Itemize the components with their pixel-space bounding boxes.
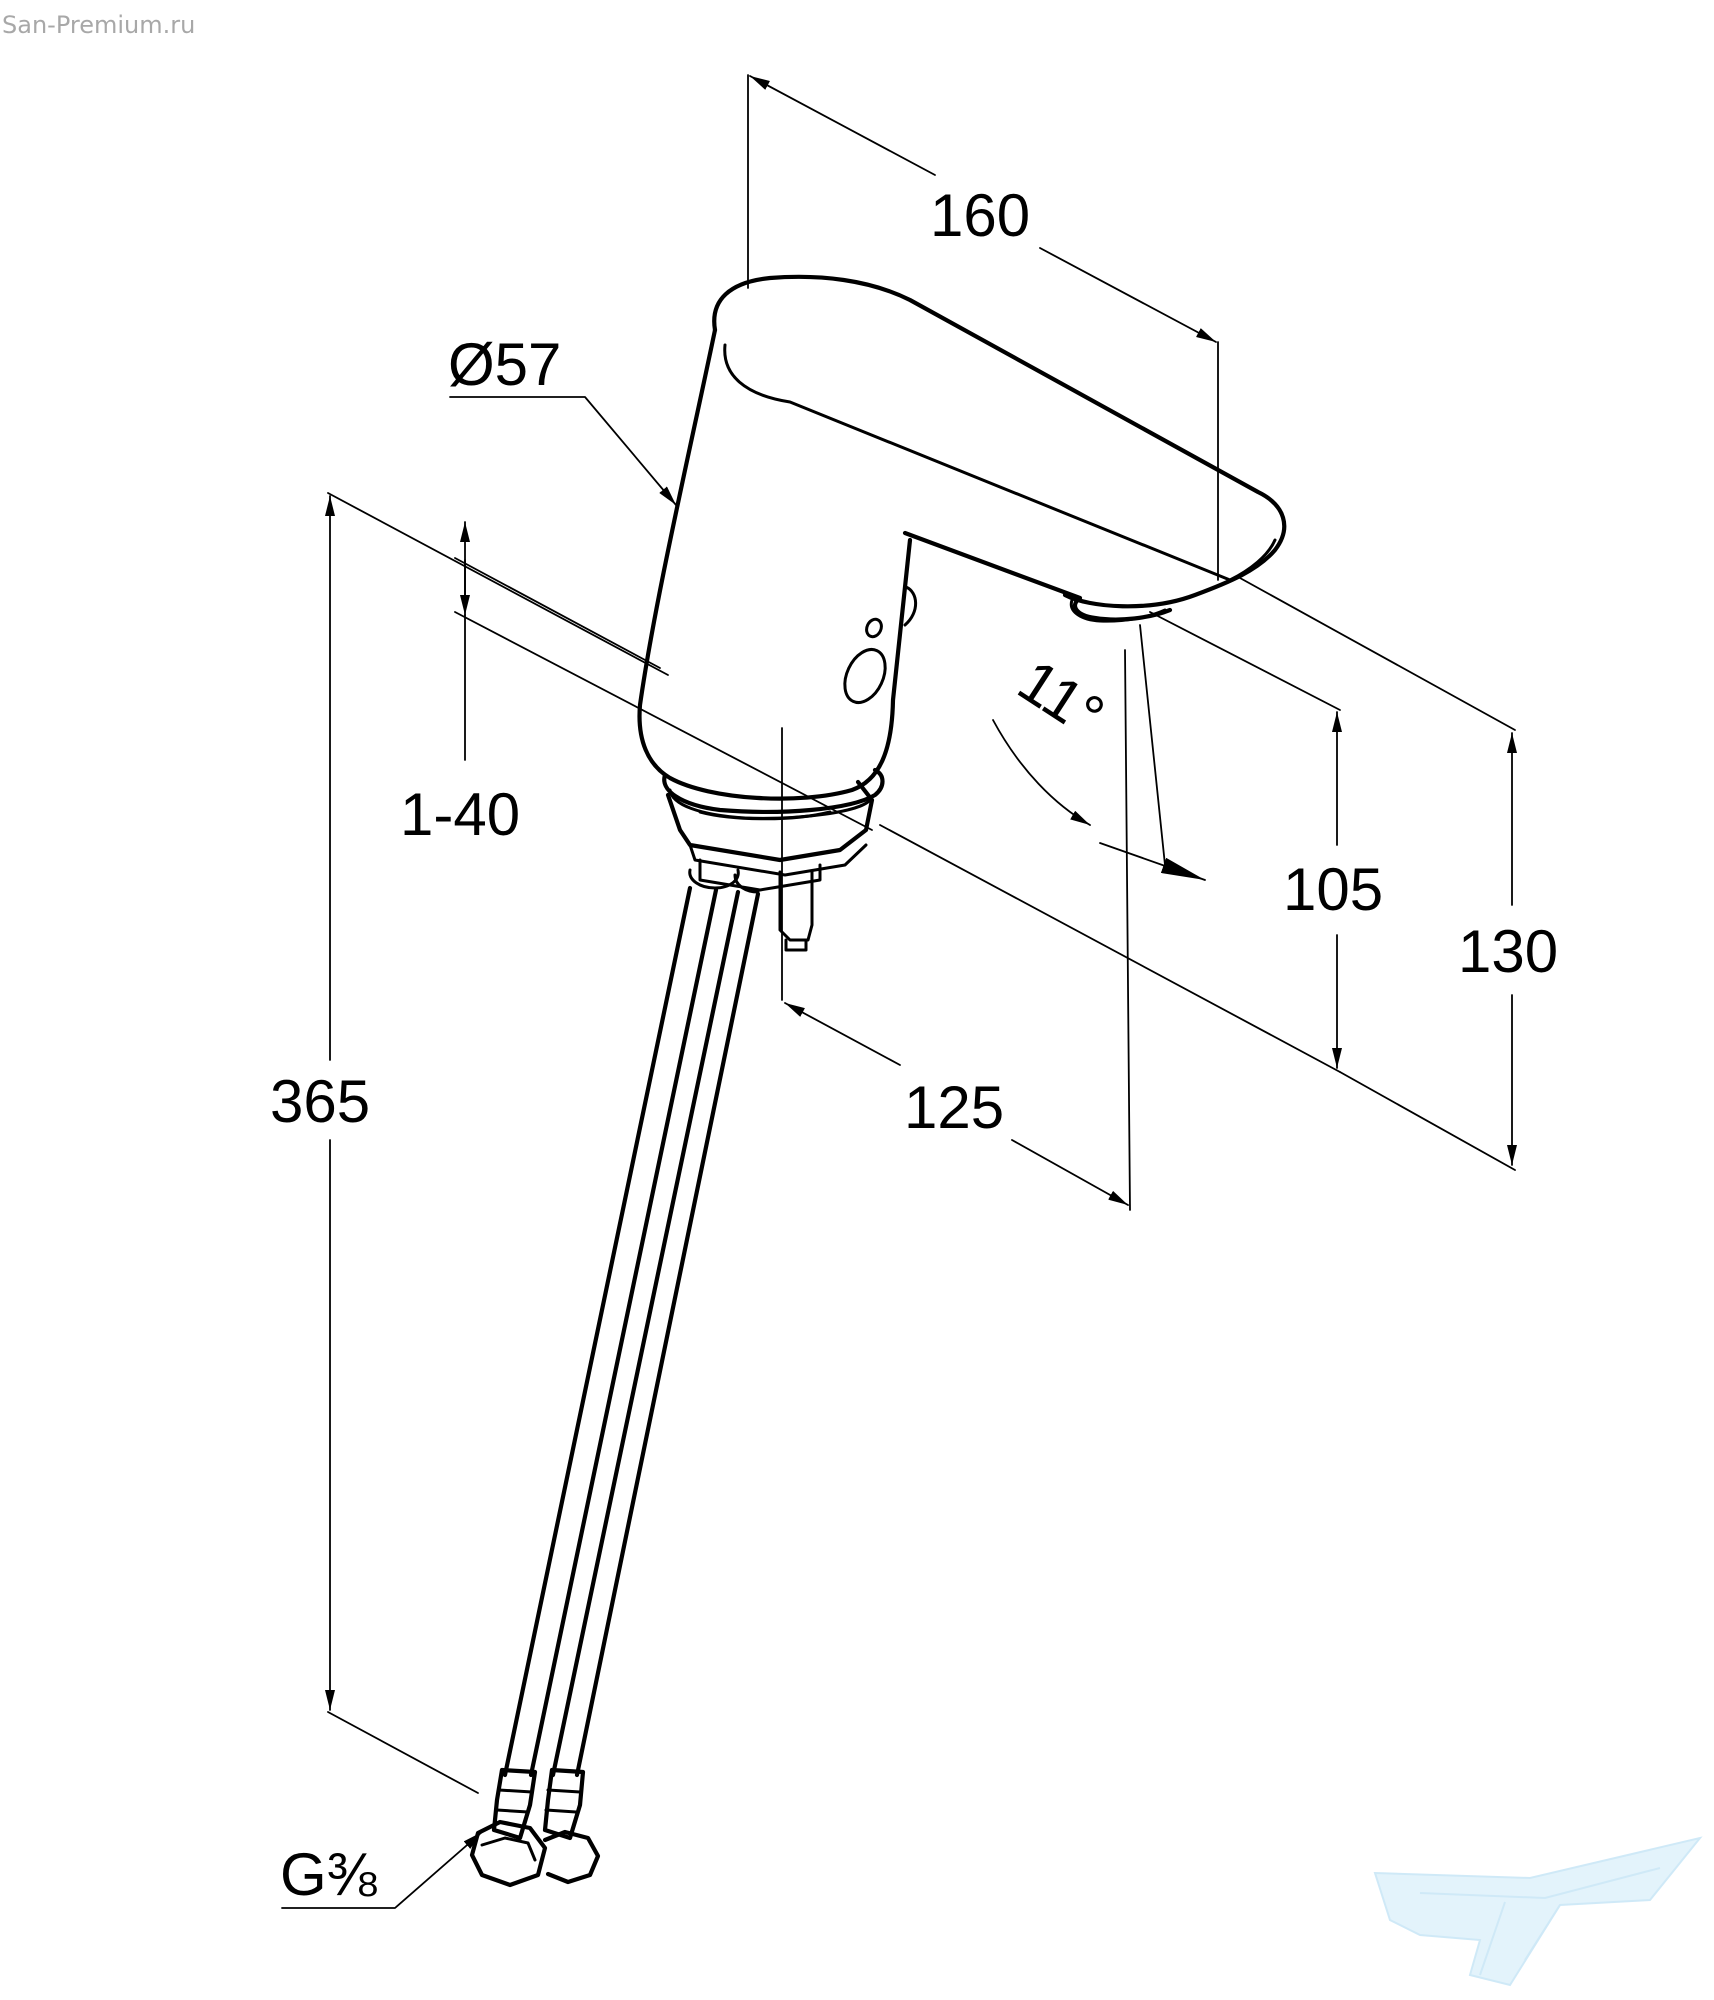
san-premium-logo (1373, 1836, 1703, 1987)
dim-label-365: 365 (270, 1068, 370, 1135)
watermark-text: San-Premium.ru (2, 11, 195, 39)
faucet (469, 274, 1287, 1888)
dim-label-105: 105 (1283, 856, 1383, 923)
hose-right-inner (574, 891, 761, 1778)
threaded-rod (778, 870, 814, 942)
dim-11-ref (1139, 624, 1166, 866)
dim-11-arc (992, 719, 1091, 826)
dim-125-ext-right (1124, 649, 1131, 1211)
dim-g38-leader (281, 1831, 483, 1909)
base-ring-3 (698, 810, 832, 821)
sensor-window (843, 648, 887, 704)
dim-label-57: Ø57 (448, 331, 561, 398)
dim-365-ext-bottom (327, 1711, 479, 1794)
hose-connector-2 (733, 873, 760, 894)
faucet-aerator (1069, 598, 1167, 623)
dim-11-arrow (1099, 842, 1206, 881)
dim-105-ext-top (1149, 611, 1341, 711)
dim-label-11: 11° (1007, 647, 1116, 750)
dim-140-ext-top (454, 557, 661, 669)
hex-nut-left-face (480, 1836, 537, 1862)
sensor-dot (865, 617, 883, 639)
dim-130-ext-bottom (1339, 1071, 1516, 1171)
base-ring-1 (662, 767, 885, 814)
hose-ferrule-right (542, 1767, 586, 1841)
dim-160-seg-1 (749, 75, 936, 176)
hose-left-inner (528, 887, 719, 1778)
mounting-bracket (698, 858, 822, 892)
threaded-rod-tip (784, 938, 808, 952)
dim-label-160: 160 (930, 182, 1030, 249)
dim-140-ext-bottom (454, 611, 873, 831)
hose-right (550, 889, 741, 1778)
mounting-nut-detail (688, 843, 868, 877)
hex-nut-right (542, 1829, 601, 1885)
dim-365-ext-top (327, 492, 669, 676)
dim-label-g38: G⅜ (280, 1841, 378, 1908)
dim-160-seg-2 (1039, 247, 1217, 343)
dim-130-ext-top (1239, 577, 1516, 731)
faucet-spout-top-edge (723, 343, 1277, 582)
mounting-nut (665, 779, 875, 863)
hose-left (502, 885, 693, 1778)
dim-label-130: 130 (1458, 918, 1558, 985)
hose-ferrule-rings (495, 1788, 582, 1814)
hex-nut-left (469, 1819, 548, 1888)
hose-ferrule-left (491, 1767, 538, 1841)
dim-125-seg-2 (1011, 1139, 1129, 1206)
dim-label-125: 125 (904, 1074, 1004, 1141)
dim-57-leader (449, 396, 677, 506)
sensor-ridge (903, 585, 918, 627)
dimension-labels: 160 Ø57 1-40 11° 105 130 365 125 G⅜ (270, 182, 1558, 1908)
faucet-head (712, 274, 1287, 609)
dim-label-140: 1-40 (400, 781, 520, 848)
hose-connector-1 (688, 868, 740, 890)
dim-125-seg-1 (784, 1002, 901, 1066)
dim-105-ext-bottom (879, 824, 1341, 1073)
dimension-lines (281, 74, 1517, 1909)
